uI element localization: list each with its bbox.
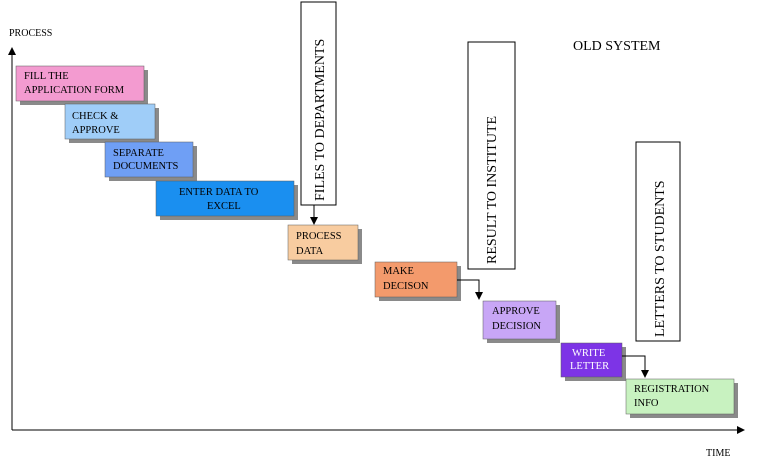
step-label-line-1: FILL THE — [24, 71, 69, 82]
step-write-letter: WRITE LETTER — [560, 342, 626, 381]
step-box — [64, 103, 156, 140]
step-label-line-2: DECISON — [383, 281, 429, 292]
step-box — [560, 342, 623, 378]
step-label-line-2: APPROVE — [72, 125, 120, 136]
step-label-line-2: DECISION — [492, 321, 541, 332]
step-label-line-1: MAKE — [383, 266, 414, 277]
step-label-line-2: INFO — [634, 398, 659, 409]
output-label: RESULT TO INSTITUTE — [485, 116, 500, 264]
step-enter-data-to-excel: ENTER DATA TO EXCEL — [155, 180, 298, 220]
output-box — [635, 141, 681, 342]
step-box — [374, 261, 458, 298]
output-label: LETTERS TO STUDENTS — [653, 180, 668, 337]
step-label-line-1: SEPARATE — [113, 148, 164, 159]
step-label-line-1: CHECK & — [72, 111, 118, 122]
output-result-to-institute: RESULT TO INSTITUTE — [457, 41, 516, 300]
step-approve-decision: APPROVE DECISION — [482, 300, 560, 343]
output-arrow — [622, 355, 649, 378]
step-label-line-2: LETTER — [570, 361, 609, 372]
x-axis-label: TIME — [706, 448, 730, 459]
step-label-line-2: DATA — [296, 246, 324, 257]
step-label-line-1: PROCESS — [296, 231, 342, 242]
process-steps: FILL THE APPLICATION FORM CHECK & APPROV… — [15, 65, 738, 418]
step-box — [482, 300, 557, 340]
step-label-line-2: APPLICATION FORM — [24, 85, 125, 96]
step-registration-info: REGISTRATION INFO — [625, 378, 738, 418]
output-boxes: FILES TO DEPARTMENTS RESULT TO INSTITUTE… — [300, 1, 681, 378]
output-label: FILES TO DEPARTMENTS — [313, 39, 328, 201]
step-box — [15, 65, 145, 102]
step-label-line-1: APPROVE — [492, 306, 540, 317]
step-make-decision: MAKE DECISON — [374, 261, 461, 301]
diagram-title: OLD SYSTEM — [573, 39, 661, 54]
output-files-to-departments: FILES TO DEPARTMENTS — [300, 1, 337, 225]
step-process-data: PROCESS DATA — [287, 224, 362, 264]
step-box — [155, 180, 295, 217]
output-arrow — [457, 279, 483, 300]
output-letters-to-students: LETTERS TO STUDENTS — [622, 141, 681, 378]
step-label-line-1: WRITE — [572, 348, 605, 359]
step-box — [287, 224, 359, 261]
output-box — [467, 41, 516, 270]
step-label-line-1: ENTER DATA TO — [179, 187, 259, 198]
step-label-line-2: DOCUMENTS — [113, 161, 178, 172]
y-axis-label: PROCESS — [9, 28, 52, 39]
step-fill-application-form: FILL THE APPLICATION FORM — [15, 65, 148, 105]
step-box — [625, 378, 735, 415]
step-separate-documents: SEPARATE DOCUMENTS — [104, 141, 197, 181]
step-label-line-2: EXCEL — [207, 201, 241, 212]
step-box — [104, 141, 194, 178]
step-label-line-1: REGISTRATION — [634, 384, 710, 395]
output-box — [300, 1, 337, 206]
step-check-approve: CHECK & APPROVE — [64, 103, 159, 143]
